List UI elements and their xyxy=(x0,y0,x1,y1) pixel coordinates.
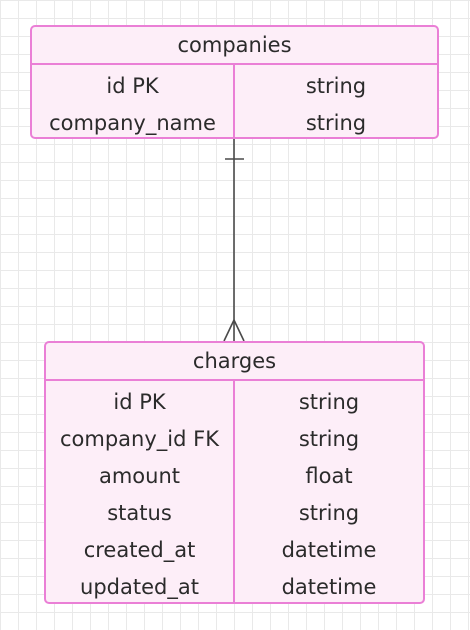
entity-title: companies xyxy=(32,27,437,65)
attribute-type: float xyxy=(305,463,353,488)
attribute-name: updated_at xyxy=(80,574,199,599)
attribute-name: amount xyxy=(98,463,181,488)
attribute-name: company_name xyxy=(49,110,216,135)
attribute-table: id PK company_name string string xyxy=(32,65,437,137)
attribute-type: string xyxy=(298,500,360,525)
attribute-table: id PK company_id FK amount status create… xyxy=(46,381,423,602)
attribute-type: datetime xyxy=(281,574,377,599)
entity-companies[interactable]: companies id PK company_name string stri… xyxy=(30,25,439,139)
attribute-type: string xyxy=(298,389,360,414)
crowfoot-right-prong xyxy=(233,319,245,342)
attribute-type: datetime xyxy=(281,537,377,562)
attribute-name-column: id PK company_id FK amount status create… xyxy=(46,381,235,602)
crowfoot-left-prong xyxy=(223,319,235,342)
attribute-name: status xyxy=(107,500,172,525)
attribute-name: created_at xyxy=(83,537,196,562)
attribute-type: string xyxy=(298,426,360,451)
attribute-name: id PK xyxy=(106,73,159,98)
attribute-name-column: id PK company_name xyxy=(32,65,235,137)
entity-title: charges xyxy=(46,343,423,381)
entity-charges[interactable]: charges id PK company_id FK amount statu… xyxy=(44,341,425,604)
attribute-type: string xyxy=(305,73,367,98)
attribute-name: company_id FK xyxy=(60,426,219,451)
attribute-type: string xyxy=(305,110,367,135)
attribute-type-column: string string float string datetime date… xyxy=(235,381,423,602)
attribute-name: id PK xyxy=(113,389,166,414)
attribute-type-column: string string xyxy=(235,65,437,137)
